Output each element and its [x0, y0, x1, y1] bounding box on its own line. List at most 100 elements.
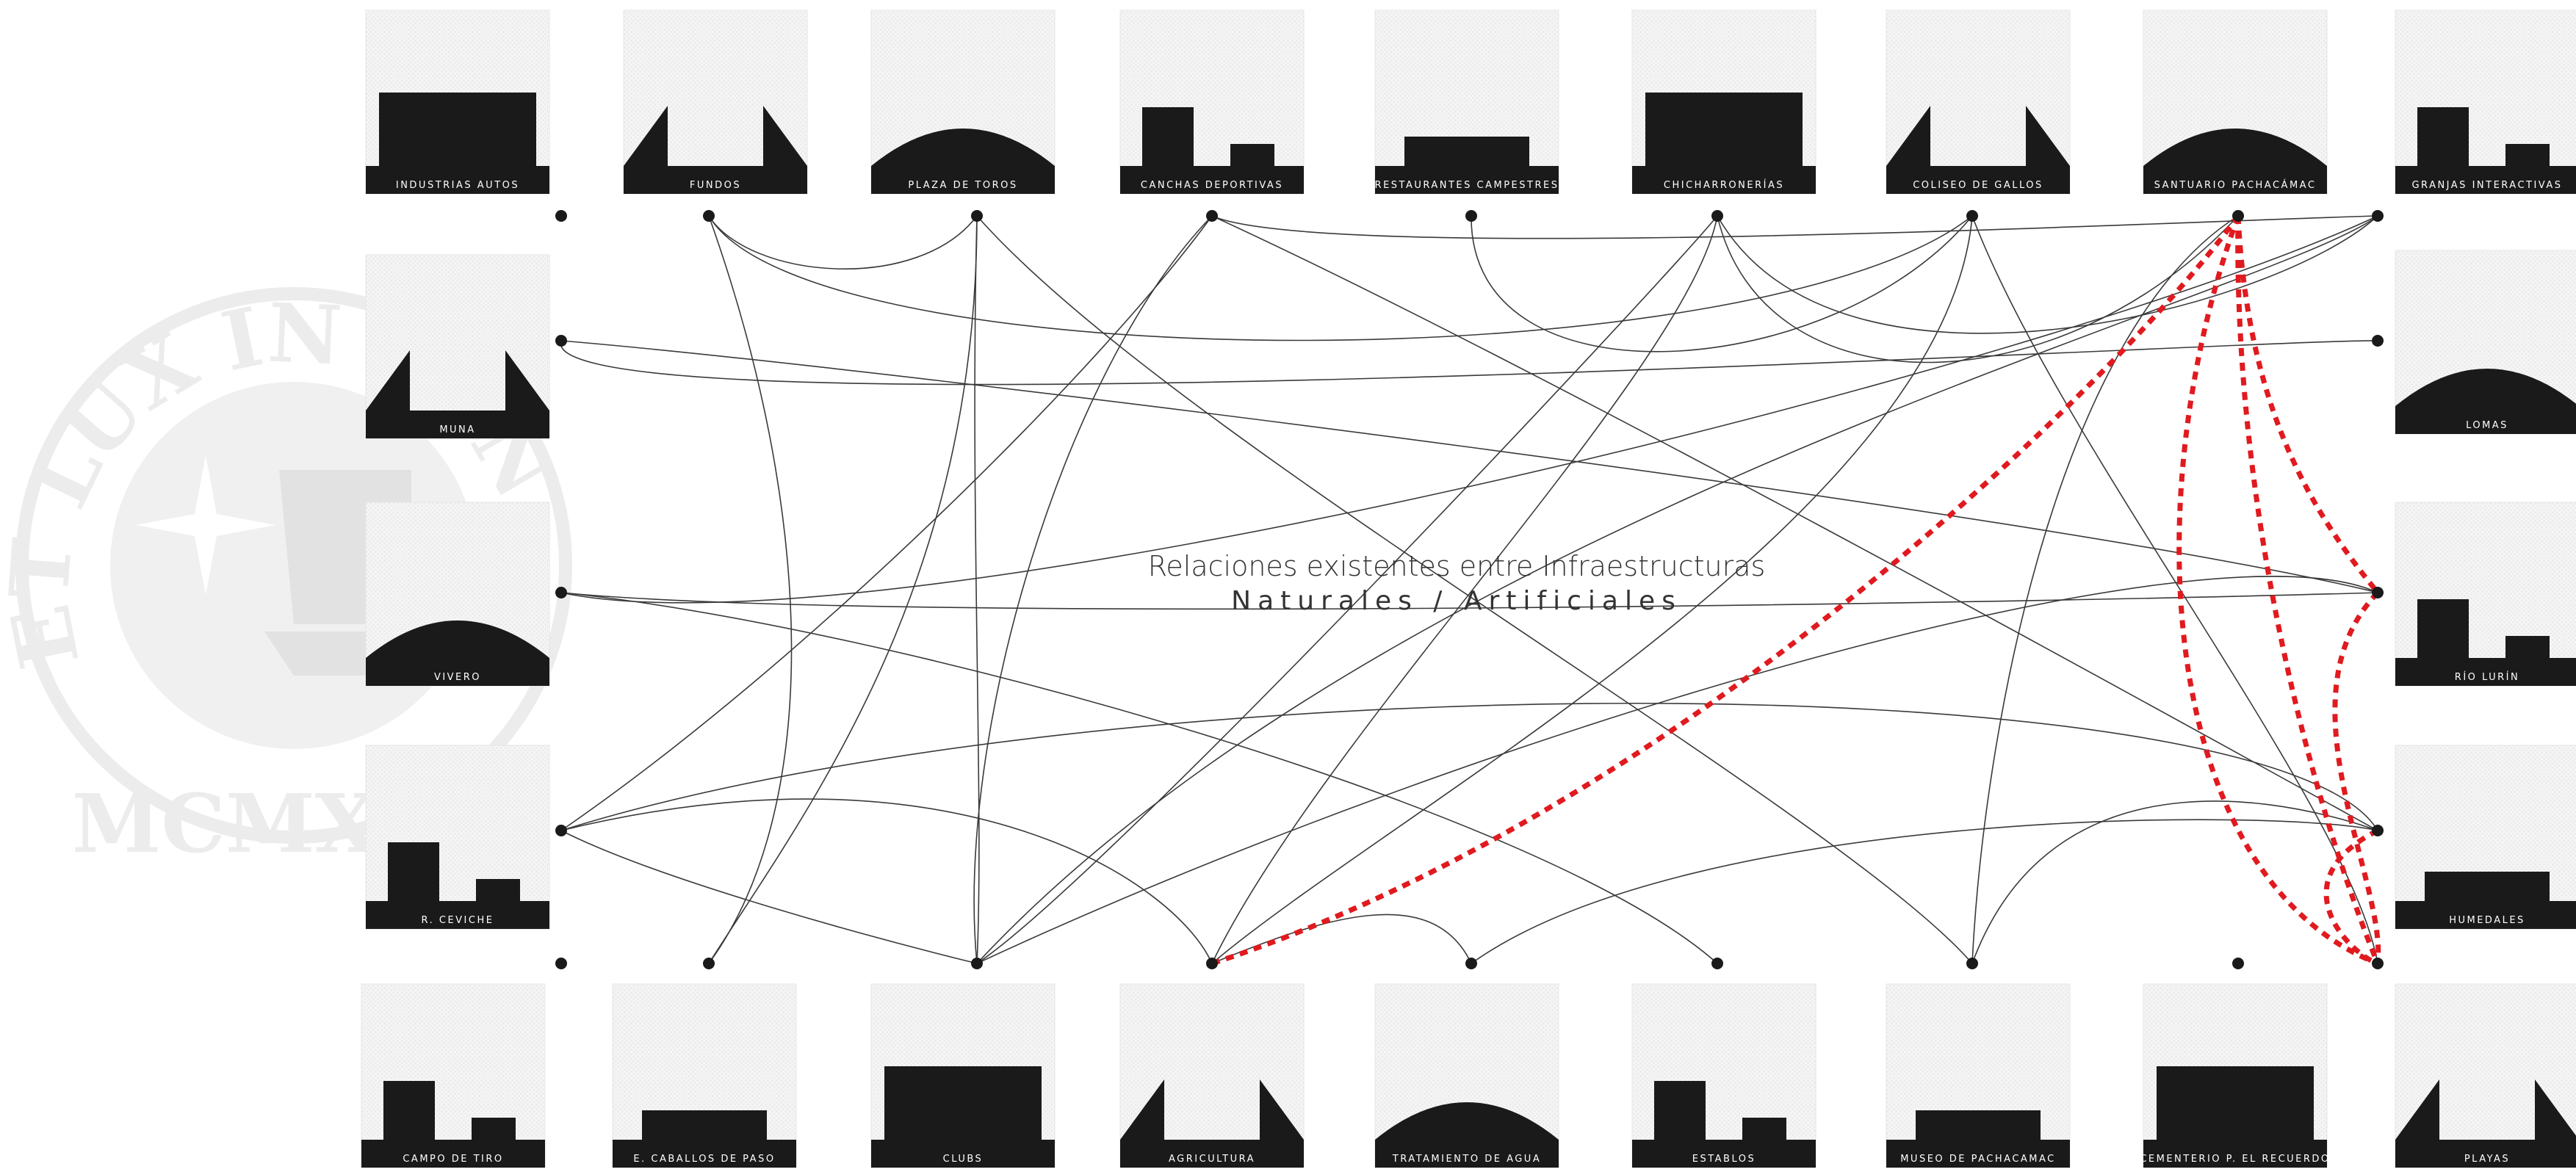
- tile-label: LOMAS: [2466, 420, 2508, 431]
- connection-line: [976, 215, 1718, 964]
- tile-campo-de-tiro: CAMPO DE TIRO: [361, 983, 546, 1168]
- connection-node: [2372, 335, 2384, 347]
- tile-agricultura: AGRICULTURA: [1119, 983, 1305, 1168]
- tile-label: MUNA: [439, 424, 475, 435]
- connection-node: [2372, 587, 2384, 598]
- highlight-connection: [2235, 215, 2380, 595]
- tile-label: COLISEO DE GALLOS: [1913, 180, 2043, 191]
- tile-silhouette: [642, 1110, 767, 1140]
- tile-granjas-interactivas: GRANJAS INTERACTIVAS: [2395, 10, 2576, 195]
- tile-ground: [2143, 1140, 2327, 1168]
- tile-muna: MUNA: [365, 254, 550, 439]
- connection-node: [1206, 210, 1218, 222]
- tile-label: TRATAMIENTO DE AGUA: [1392, 1154, 1541, 1165]
- connection-line: [974, 215, 980, 964]
- tile-silhouette: [388, 842, 520, 901]
- tile-label: SANTUARIO PACHACÁMAC: [2154, 179, 2317, 191]
- connection-line: [1717, 215, 2378, 334]
- tile-label: PLAYAS: [2464, 1154, 2510, 1165]
- tiles-layer: INDUSTRIAS AUTOS FUNDOS PLAZA DE TOROS CANC…: [361, 10, 2576, 1168]
- tile-label: PLAZA DE TOROS: [908, 180, 1017, 191]
- tile-silhouette: [2395, 369, 2576, 406]
- tile-e-caballos-de-paso: E. CABALLOS DE PASO: [612, 983, 797, 1168]
- tile-label: CEMENTERIO P. EL RECUERDO: [2140, 1154, 2330, 1165]
- connection-node: [1711, 958, 1723, 969]
- tile-ground: [366, 166, 549, 194]
- tile-ground: [361, 1140, 545, 1168]
- tile-ground: [1886, 166, 2070, 194]
- tile-ground: [2395, 1140, 2576, 1168]
- tile-ground: [1886, 1140, 2070, 1168]
- connection-line: [708, 215, 1973, 341]
- connection-line: [560, 702, 2378, 831]
- tile-restaurantes-campestres: RESTAURANTES CAMPESTRES: [1374, 10, 1559, 195]
- tile-ground: [2395, 658, 2576, 686]
- connection-node: [2232, 210, 2244, 222]
- connection-node: [1711, 210, 1723, 222]
- connection-line: [973, 215, 1213, 964]
- tile-silhouette: [2417, 599, 2550, 658]
- connection-line: [1971, 215, 2378, 964]
- tile-silhouette: [871, 129, 1055, 166]
- connection-line: [1211, 215, 2378, 831]
- tile-chicharronerias: CHICHARRONERÍAS: [1631, 10, 1816, 195]
- connection-line: [708, 215, 978, 270]
- connection-line: [560, 830, 978, 964]
- tile-silhouette: [2395, 1079, 2576, 1140]
- tile-label: MUSEO DE PACHACAMAC: [1900, 1154, 2056, 1165]
- connection-node: [555, 210, 567, 222]
- connection-node: [1966, 210, 1978, 222]
- connection-node: [2372, 825, 2384, 836]
- tile-plaza-de-toros: PLAZA DE TOROS: [870, 10, 1056, 195]
- title-line-1: Relaciones existentes entre Infraestruct…: [1148, 550, 1766, 582]
- tile-ground: [1632, 1140, 1816, 1168]
- tile-silhouette: [379, 93, 536, 166]
- tile-label: RESTAURANTES CAMPESTRES: [1375, 180, 1559, 191]
- connection-node: [971, 958, 983, 969]
- tile-ground: [1375, 1140, 1559, 1168]
- tile-clubs: CLUBS: [870, 983, 1056, 1168]
- connection-node: [555, 335, 567, 347]
- tile-fundos: FUNDOS: [623, 10, 808, 195]
- tile-ground: [2143, 166, 2327, 194]
- tile-cementerio-p-el-recuerdo: CEMENTERIO P. EL RECUERDO: [2140, 983, 2330, 1168]
- tile-ground: [2395, 901, 2576, 929]
- connection-node: [555, 825, 567, 836]
- tile-label: ESTABLOS: [1692, 1154, 1756, 1165]
- tile-ground: [366, 901, 549, 929]
- connection-line: [1211, 914, 1472, 964]
- tile-lomas: LOMAS: [2395, 250, 2576, 435]
- tile-silhouette: [624, 106, 807, 166]
- connection-node: [555, 958, 567, 969]
- tile-silhouette: [2425, 872, 2550, 901]
- tile-coliseo-de-gallos: COLISEO DE GALLOS: [1886, 10, 2071, 195]
- nodes-layer: [555, 210, 2384, 969]
- connection-node: [2232, 958, 2244, 969]
- diagram-title: Relaciones existentes entre Infraestruct…: [1148, 550, 1766, 616]
- tile-ground: [1120, 1140, 1304, 1168]
- tile-ground: [613, 1140, 796, 1168]
- tile-silhouette: [1375, 1102, 1559, 1140]
- connection-node: [1966, 958, 1978, 969]
- tile-ground: [1120, 166, 1304, 194]
- tile-silhouette: [884, 1066, 1042, 1140]
- tile-museo-de-pachacamac: MUSEO DE PACHACAMAC: [1886, 983, 2071, 1168]
- tile-label: INDUSTRIAS AUTOS: [396, 180, 519, 191]
- tile-ground: [1632, 166, 1816, 194]
- tile-label: CANCHAS DEPORTIVAS: [1141, 180, 1283, 191]
- tile-rio-lurin: RÍO LURÍN: [2395, 502, 2576, 687]
- connection-line: [1211, 215, 2378, 239]
- tile-silhouette: [1142, 107, 1274, 166]
- seal-outer-ring: [15, 287, 572, 844]
- connection-node: [703, 210, 715, 222]
- connection-line: [976, 215, 1973, 964]
- connection-line: [560, 592, 1718, 964]
- tile-humedales: HUMEDALES: [2395, 745, 2576, 930]
- tile-ground: [871, 166, 1055, 194]
- connection-node: [1465, 210, 1477, 222]
- connection-node: [703, 958, 715, 969]
- tile-label: FUNDOS: [690, 180, 741, 191]
- tile-playas: PLAYAS: [2395, 983, 2576, 1168]
- tile-label: VIVERO: [434, 672, 481, 683]
- highlight-connection: [2235, 215, 2381, 965]
